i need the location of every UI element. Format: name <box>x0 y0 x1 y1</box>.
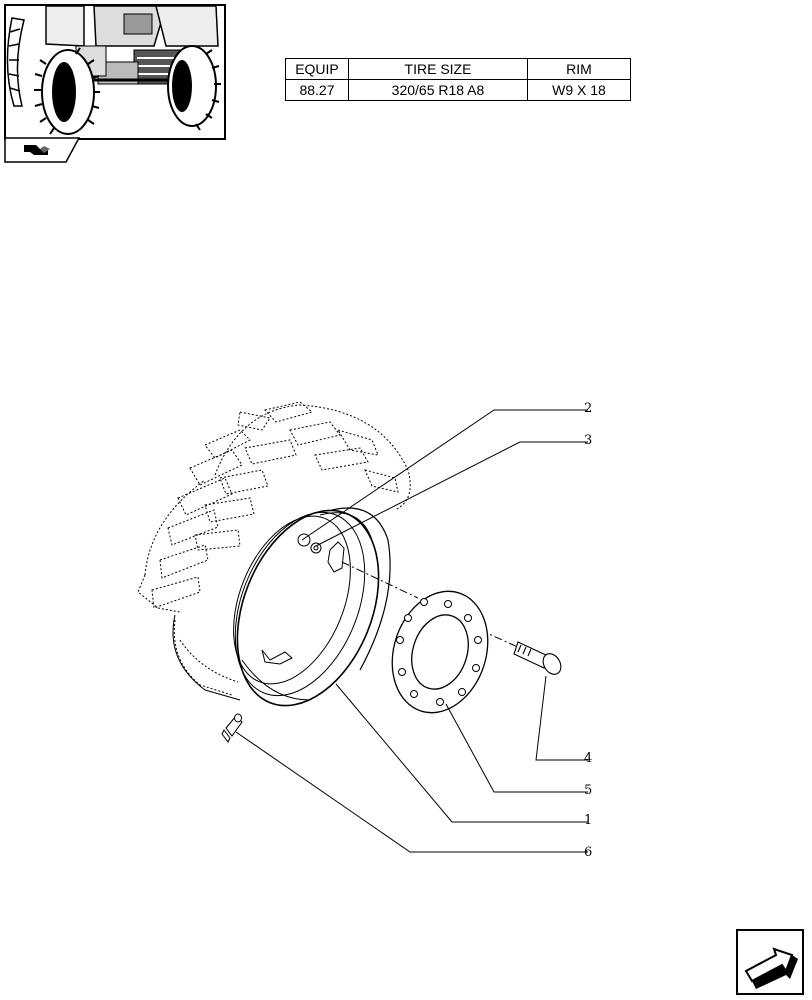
tractor-thumbnail <box>4 4 226 140</box>
callout-labels: 2 3 4 5 1 6 <box>584 401 592 860</box>
next-page-arrow-icon[interactable] <box>736 929 804 995</box>
table-row: 88.27 320/65 R18 A8 W9 X 18 <box>285 79 631 101</box>
tire-valve <box>221 713 243 743</box>
wheel-bolt <box>513 641 562 675</box>
cell-rim: W9 X 18 <box>527 79 631 101</box>
spec-table: EQUIP TIRE SIZE RIM 88.27 320/65 R18 A8 … <box>285 58 631 101</box>
spec-table-header: EQUIP TIRE SIZE RIM <box>285 58 631 80</box>
cell-tire-size: 320/65 R18 A8 <box>348 79 528 101</box>
cell-equip: 88.27 <box>285 79 349 101</box>
callout-5: 5 <box>584 783 592 798</box>
callout-4: 4 <box>584 751 592 766</box>
section-tab-icon <box>4 137 80 163</box>
callout-2: 2 <box>584 401 592 416</box>
callout-3: 3 <box>584 433 592 448</box>
tire-phantom <box>137 401 411 696</box>
rim <box>233 507 391 707</box>
callout-1: 1 <box>584 813 592 828</box>
spacer-plate <box>391 590 489 714</box>
callout-6: 6 <box>584 845 592 860</box>
tractor-front-wheel-icon <box>6 6 224 138</box>
wheel-nut <box>297 533 322 554</box>
